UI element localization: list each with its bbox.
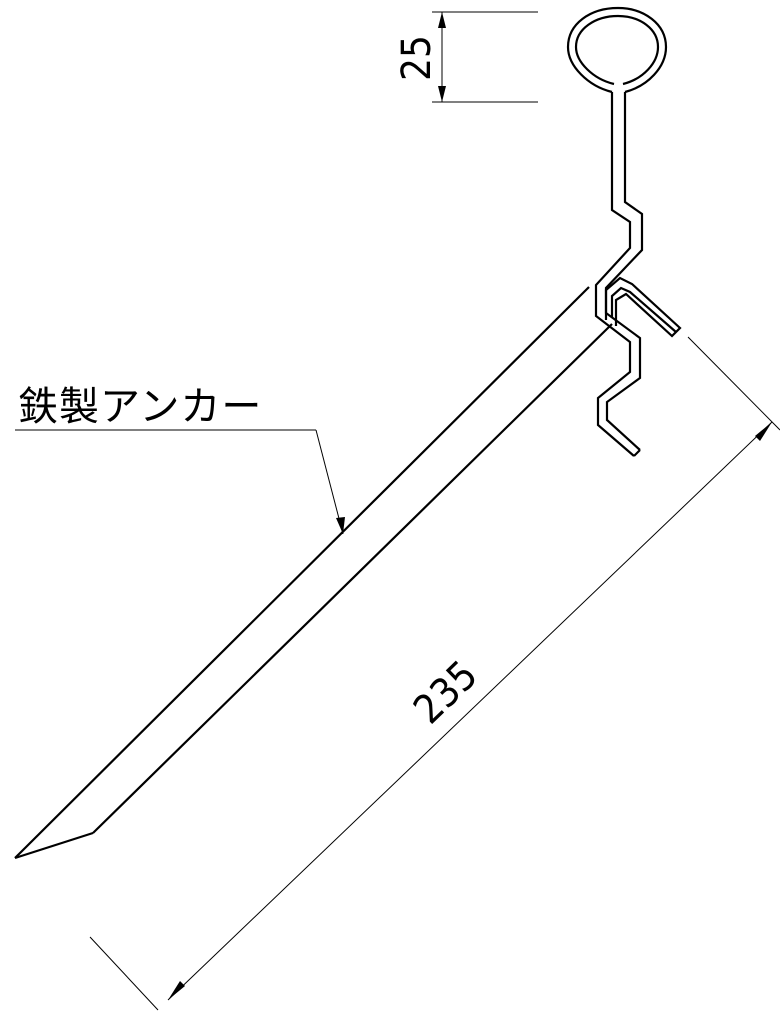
dim235-ext-top [687,336,780,431]
ring-outer [566,6,668,94]
dim25-label: 25 [394,35,440,81]
label-leader [15,429,345,535]
dim235-arrow-top [755,422,772,441]
dim235-label: 235 [405,652,486,733]
hook-tab-outer [604,276,682,338]
part-label: 鉄製アンカー [18,384,263,430]
leader-line [315,429,344,535]
hook-tab-inner [610,286,677,333]
dim235-line [167,421,773,1001]
wire-end [633,449,641,457]
dim25-arrow-top [438,12,446,28]
ring-inner [574,14,660,86]
dimension-25: 25 [394,11,538,103]
dim235-ext-bottom [89,936,159,1011]
dim235-arrow-bottom [168,981,185,1000]
wire-left-strand [594,92,635,457]
stake-lower-edge [92,323,613,834]
stake-tip [14,831,94,860]
dim25-arrow-bottom [438,86,446,102]
anchor-wire [594,92,682,457]
leader-arrow [336,517,345,534]
anchor-ring [566,6,668,94]
stake-upper-edge [14,286,590,859]
anchor-stake [14,286,613,860]
dimension-235: 235 [89,336,780,1011]
